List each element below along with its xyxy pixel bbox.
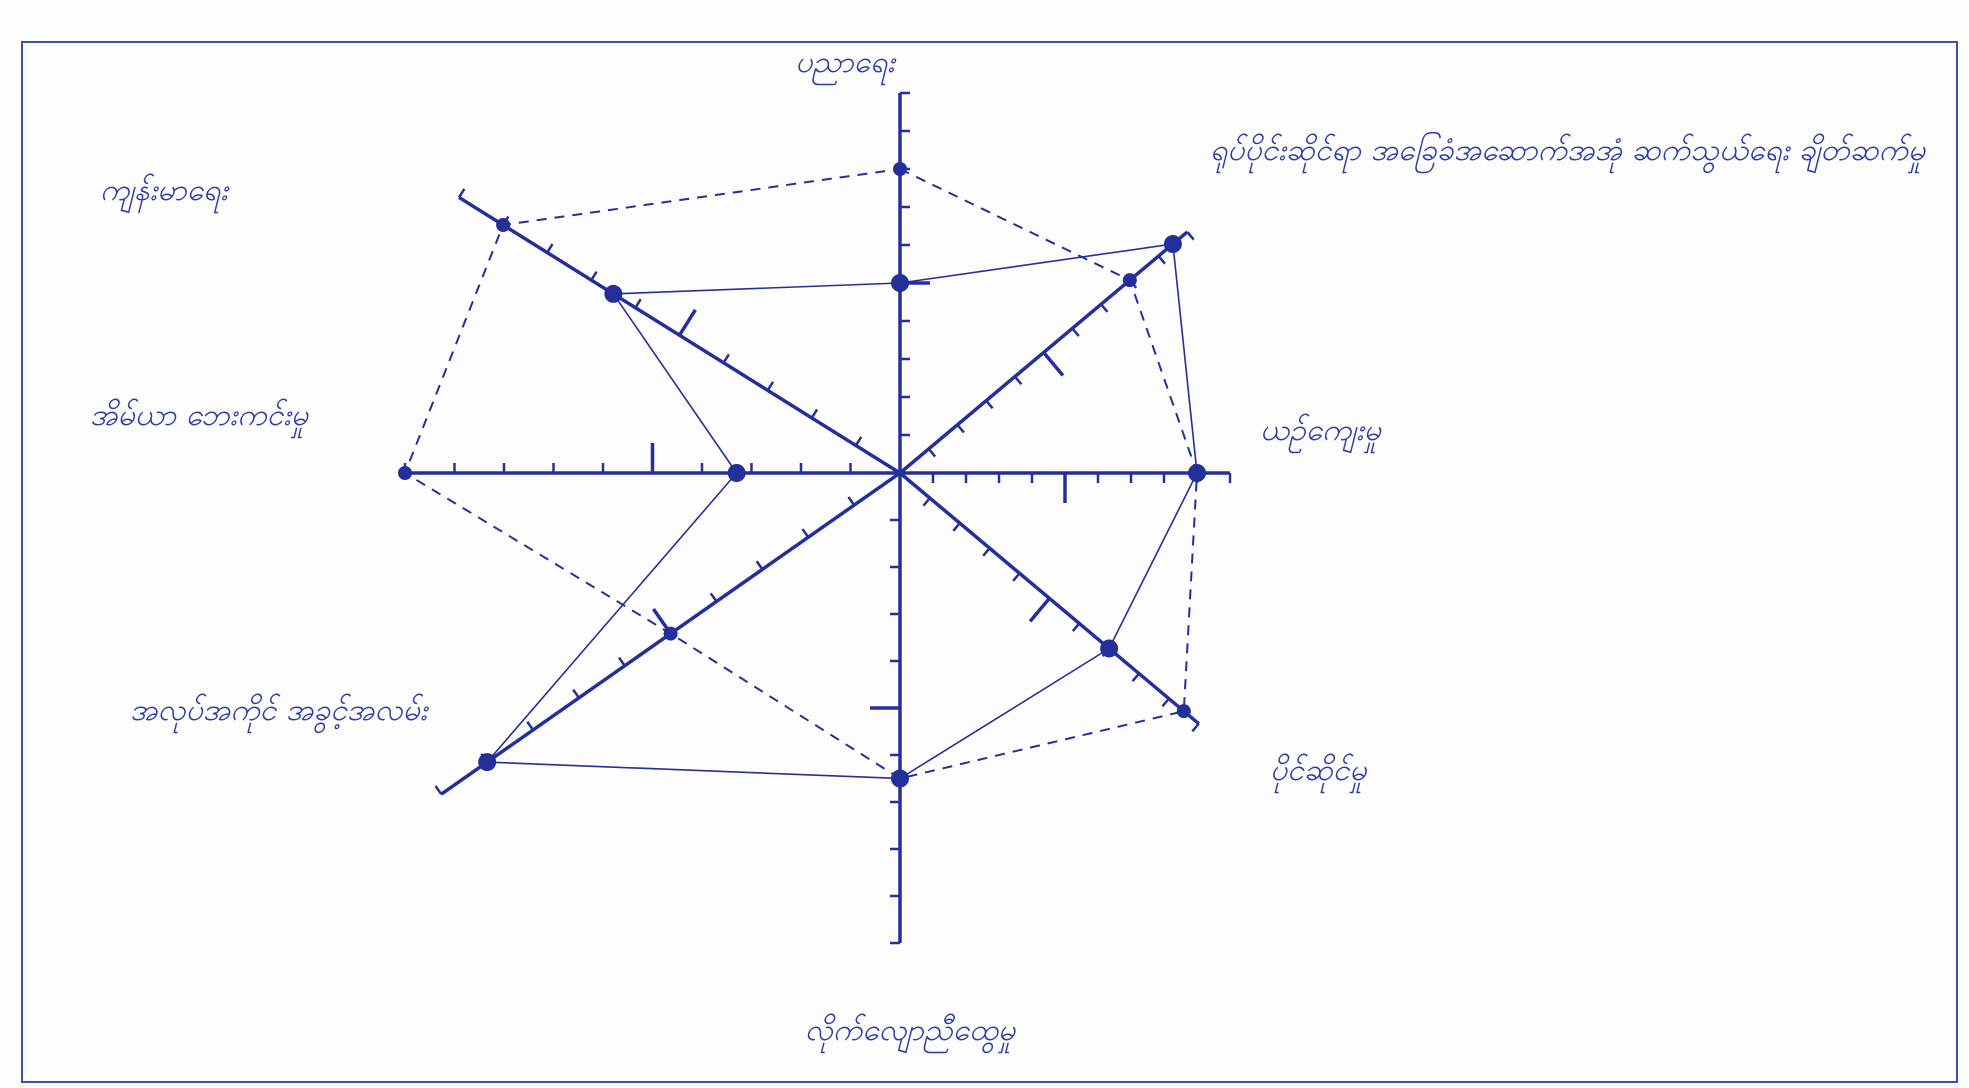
series-0-point-7: [496, 217, 511, 232]
series-polygon-1: [485, 243, 1198, 780]
axis-tick-7-5: [678, 308, 697, 337]
axis-tick-1-7: [1100, 303, 1109, 313]
axis-tick-5-4: [709, 592, 718, 603]
axis-label-7: ကျန်းမာရေး: [100, 173, 230, 214]
axis-tick-5-3: [755, 560, 764, 571]
axis-tick-5-1: [847, 496, 856, 506]
series-1-point-3: [1100, 639, 1119, 658]
axis-tick-1-9: [1157, 255, 1166, 265]
series-0-point-5: [663, 626, 678, 641]
axis-tick-3-6: [1071, 622, 1081, 632]
axis-tick-3-1: [922, 497, 931, 507]
axis-tick-1-3: [985, 399, 994, 410]
axis-label-1: ရုပ်ပိုင်းဆိုင်ရာ အခြေခံအဆောက်အအုံ ဆက်သွ…: [1210, 132, 1926, 174]
axis-tick-5-6: [618, 656, 626, 667]
series-0-point-0: [893, 162, 907, 176]
series-1-point-2: [1188, 464, 1206, 482]
series-1-point-4: [891, 769, 909, 788]
axis-tick-5-8: [526, 721, 535, 731]
axis-tick-1-2: [956, 423, 965, 434]
axis-tick-7-3: [766, 381, 775, 391]
axis-tick-1-6: [1071, 327, 1080, 337]
series-0-point-6: [398, 466, 412, 480]
axis-tick-3-2: [952, 522, 961, 532]
axis-tick-1-10: [1186, 231, 1195, 241]
series-1-point-5: [478, 753, 497, 772]
axis-tick-1-1: [927, 448, 937, 458]
axis-tick-7-6: [634, 298, 642, 309]
axis-tick-7-8: [546, 243, 554, 254]
axis-tick-1-4: [1013, 375, 1023, 386]
series-1-point-0: [891, 274, 909, 292]
series-1-point-1: [1163, 235, 1182, 254]
axis-tick-3-10: [1191, 722, 1200, 733]
labels-layer: ပညာရေးရုပ်ပိုင်းဆိုင်ရာ အခြေခံအဆောက်အအုံ…: [90, 45, 1926, 1054]
axis-tick-3-4: [1012, 572, 1021, 582]
axis-tick-3-5: [1028, 597, 1051, 623]
axis-tick-5-7: [572, 688, 580, 699]
axis-label-3: ပိုင်ဆိုင်မှု: [1270, 753, 1367, 794]
axis-tick-5-10: [434, 785, 443, 795]
axis-label-4: လိုက်လျောညီထွေမှု: [805, 1013, 1016, 1054]
axis-tick-3-8: [1131, 672, 1140, 683]
axis-tick-7-2: [810, 408, 819, 419]
axis-tick-7-10: [457, 188, 466, 199]
axis-tick-5-2: [801, 528, 810, 538]
series-1-point-6: [727, 464, 746, 482]
axis-tick-3-9: [1161, 697, 1170, 708]
series-1-point-7: [604, 284, 623, 303]
axis-tick-3-3: [982, 547, 991, 557]
series-0-point-1: [1122, 273, 1137, 288]
frame-border: [21, 41, 1958, 1083]
series-0-point-3: [1176, 704, 1191, 719]
axis-tick-7-1: [854, 436, 863, 447]
axis-tick-1-5: [1042, 351, 1065, 377]
ticks-layer: [403, 91, 1232, 945]
axis-tick-7-7: [590, 270, 598, 281]
series-layer: [398, 162, 1206, 788]
axis-label-2: ယဉ်ကျေးမှု: [1260, 413, 1382, 454]
series-polygon-0: [403, 167, 1199, 780]
axis-label-5: အလုပ်အကိုင် အခွင့်အလမ်း: [130, 693, 430, 734]
axis-label-0: ပညာရေး: [795, 45, 897, 86]
axis-line-7: [458, 195, 901, 475]
axis-tick-7-4: [722, 353, 730, 364]
axis-label-6: အိမ်ယာ ဘေးကင်းမှု: [90, 398, 309, 439]
axes-layer: [405, 93, 1230, 943]
